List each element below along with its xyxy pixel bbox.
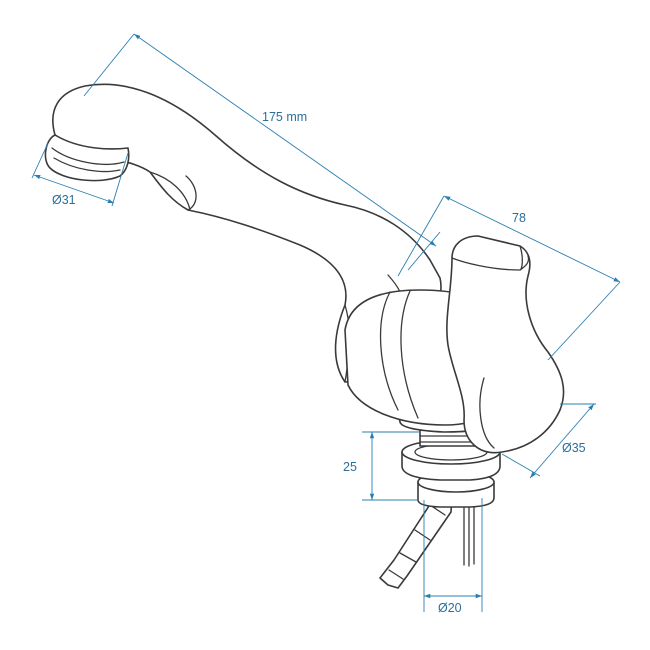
thread-length-label: 25 [343,460,357,474]
body-diameter-label: Ø35 [562,441,586,455]
thread-diameter-label: Ø20 [438,601,462,615]
dimension-spout-diameter [31,142,129,207]
faucet-illustration [44,83,565,589]
length-label: 175 mm [262,110,307,124]
body-width-label: 78 [512,211,526,225]
spout-nozzle [44,134,130,182]
dimension-body-width [397,195,621,361]
dimension-overall-length [83,33,441,271]
dimension-body-diameter [501,403,596,479]
dimension-thread-diameter [423,498,483,612]
mounting-nut [401,439,501,508]
lever-handle [446,235,565,454]
spout-diameter-label: Ø31 [52,193,76,207]
dimension-thread-length [362,431,420,501]
